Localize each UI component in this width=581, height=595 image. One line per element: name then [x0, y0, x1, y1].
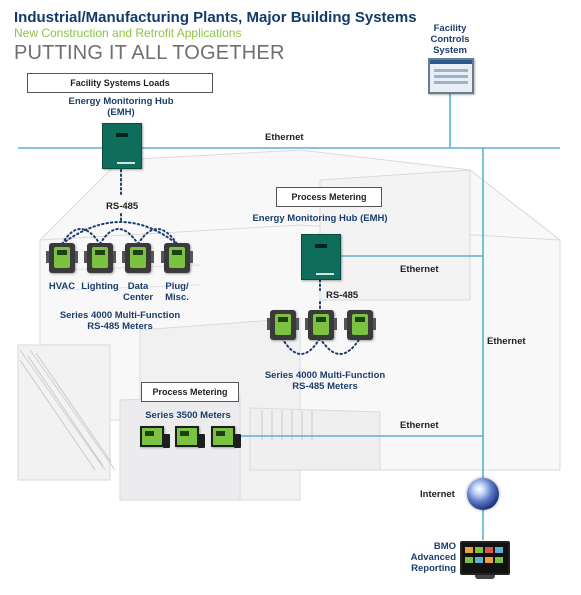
rs485-label-left: RS-485 — [106, 201, 139, 212]
meter-process-1[interactable] — [267, 310, 299, 340]
meter-process-3[interactable] — [344, 310, 376, 340]
controls-screen-icon[interactable] — [428, 58, 474, 94]
meter-3500-2[interactable] — [175, 426, 205, 448]
facility-controls-line1: Facility — [433, 23, 467, 34]
monitor-stand — [475, 575, 495, 579]
page-title: Industrial/Manufacturing Plants, Major B… — [14, 9, 417, 26]
meter-process-2[interactable] — [305, 310, 337, 340]
meter-label-hvac: HVAC — [42, 281, 82, 292]
energy-monitoring-hub-process[interactable] — [301, 234, 341, 280]
meter-label-lighting-line1: Lighting — [81, 281, 119, 292]
meter-plug-misc[interactable] — [161, 243, 193, 273]
process-metering-box-2: Process Metering — [141, 382, 239, 402]
bmo-line1: BMO — [433, 541, 456, 552]
meter-label-plug-misc: Plug/ Misc. — [157, 281, 197, 303]
series-4000-left-line1: Series 4000 Multi-Function — [59, 310, 181, 321]
stair-railing — [19, 352, 313, 471]
emh-label-process: Energy Monitoring Hub (EMH) — [252, 213, 388, 224]
meter-3500-1[interactable] — [140, 426, 170, 448]
meter-data-center[interactable] — [122, 243, 154, 273]
meter-3500-3[interactable] — [211, 426, 241, 448]
meter-label-data-line1: Data — [127, 281, 149, 292]
ethernet-label-bottom: Ethernet — [400, 420, 439, 431]
rs485-label-right: RS-485 — [326, 290, 359, 301]
bmo-label: BMO Advanced Reporting — [400, 541, 456, 574]
energy-monitoring-hub-top[interactable] — [102, 123, 142, 169]
ethernet-label-mid: Ethernet — [400, 264, 439, 275]
meter-label-plug-line1: Plug/ — [165, 281, 189, 292]
meter-lighting[interactable] — [84, 243, 116, 273]
rs485-dotted-bus — [61, 169, 361, 355]
meter-label-lighting: Lighting — [78, 281, 122, 292]
meter-label-plug-line2: Misc. — [165, 292, 189, 303]
meter-label-hvac-line1: HVAC — [48, 281, 76, 292]
bmo-line2: Advanced — [410, 552, 456, 563]
facility-systems-loads-box: Facility Systems Loads — [27, 73, 213, 93]
meter-hvac[interactable] — [46, 243, 78, 273]
series-4000-right-line2: RS-485 Meters — [292, 381, 358, 392]
emh-label-top: Energy Monitoring Hub (EMH) — [55, 96, 187, 118]
emh-label-line2: (EMH) — [107, 107, 135, 118]
emh-label-line1: Energy Monitoring Hub — [68, 96, 174, 107]
facility-controls-line3: System — [433, 45, 467, 56]
series-4000-label-right: Series 4000 Multi-Function RS-485 Meters — [250, 370, 400, 392]
monitor-icon[interactable] — [460, 541, 510, 575]
bmo-line3: Reporting — [411, 563, 456, 574]
internet-globe-icon[interactable] — [467, 478, 499, 510]
series-4000-right-line1: Series 4000 Multi-Function — [264, 370, 386, 381]
page-tagline: PUTTING IT ALL TOGETHER — [14, 42, 285, 64]
page-subtitle: New Construction and Retrofit Applicatio… — [14, 26, 242, 40]
ethernet-label-right: Ethernet — [487, 336, 526, 347]
series-4000-label-left: Series 4000 Multi-Function RS-485 Meters — [40, 310, 200, 332]
meter-label-data-line2: Center — [122, 292, 154, 303]
series-4000-left-line2: RS-485 Meters — [87, 321, 153, 332]
meter-label-data-center: Data Center — [118, 281, 158, 303]
facility-controls-line2: Controls — [430, 34, 470, 45]
facility-controls-label: Facility Controls System — [420, 23, 480, 56]
series-3500-label: Series 3500 Meters — [145, 410, 231, 421]
process-metering-box-1: Process Metering — [276, 187, 382, 207]
internet-label: Internet — [420, 489, 455, 500]
ethernet-label-top: Ethernet — [265, 132, 304, 143]
